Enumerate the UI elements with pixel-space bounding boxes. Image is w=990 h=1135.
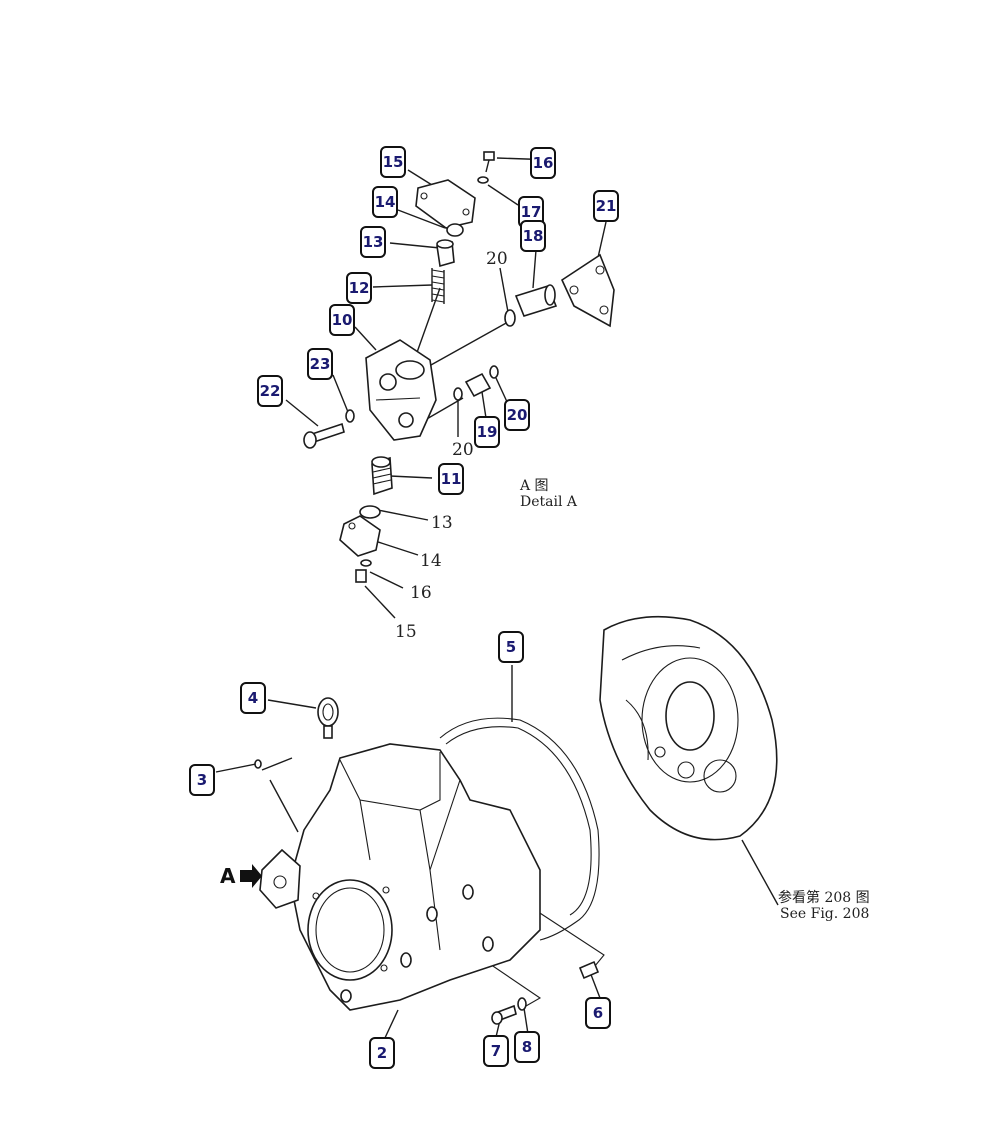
svg-text:21: 21 xyxy=(596,197,617,215)
callout-5: 5 xyxy=(498,631,524,663)
callout-20: 20 xyxy=(504,399,530,431)
svg-text:18: 18 xyxy=(523,227,544,245)
svg-text:19: 19 xyxy=(477,423,498,441)
svg-text:7: 7 xyxy=(491,1042,501,1060)
arrow-a-label: A xyxy=(220,864,236,888)
svg-text:4: 4 xyxy=(248,689,258,707)
svg-text:10: 10 xyxy=(332,311,353,329)
callout-12: 12 xyxy=(346,272,372,304)
svg-text:14: 14 xyxy=(375,193,396,211)
svg-text:13: 13 xyxy=(363,233,384,251)
callout-badges: 15 16 14 17 18 21 13 12 10 23 22 20 19 1… xyxy=(189,146,619,1069)
callout-18: 18 xyxy=(520,220,546,252)
plain-label-20-upper: 20 xyxy=(486,249,508,269)
callout-8: 8 xyxy=(514,1031,540,1063)
svg-text:15: 15 xyxy=(383,153,404,171)
svg-text:2: 2 xyxy=(377,1044,387,1062)
svg-text:16: 16 xyxy=(533,154,554,172)
svg-text:8: 8 xyxy=(522,1038,532,1056)
plain-part-numbers: 20 20 13 14 16 15 xyxy=(395,249,508,642)
see-fig-label-cn: 参看第 208 图 xyxy=(778,889,870,906)
svg-text:22: 22 xyxy=(260,382,281,400)
callout-15: 15 xyxy=(380,146,406,178)
callout-21: 21 xyxy=(593,190,619,222)
detail-a-drawing xyxy=(285,151,615,619)
see-fig-label-en: See Fig. 208 xyxy=(780,906,869,922)
svg-text:20: 20 xyxy=(507,406,528,424)
svg-text:17: 17 xyxy=(521,203,542,221)
callout-14: 14 xyxy=(372,186,398,218)
detail-a-label-en: Detail A xyxy=(520,494,578,510)
svg-text:5: 5 xyxy=(506,638,516,656)
callout-6: 6 xyxy=(585,997,611,1029)
plain-label-16: 16 xyxy=(410,583,432,603)
callout-23: 23 xyxy=(307,348,333,380)
callout-19: 19 xyxy=(474,416,500,448)
plain-label-15: 15 xyxy=(395,622,417,642)
callout-16: 16 xyxy=(530,147,556,179)
housing-drawing xyxy=(215,615,779,1041)
detail-a-label-cn: A 图 xyxy=(519,478,549,494)
svg-text:23: 23 xyxy=(310,355,331,373)
plain-label-14: 14 xyxy=(420,551,442,571)
svg-text:11: 11 xyxy=(441,470,462,488)
plain-label-13: 13 xyxy=(431,513,453,533)
svg-text:6: 6 xyxy=(593,1004,603,1022)
callout-13: 13 xyxy=(360,226,386,258)
callout-3: 3 xyxy=(189,764,215,796)
callout-11: 11 xyxy=(438,463,464,495)
svg-text:12: 12 xyxy=(349,279,370,297)
callout-17: 17 xyxy=(518,196,544,228)
plain-label-20-lower: 20 xyxy=(452,440,474,460)
svg-text:3: 3 xyxy=(197,771,207,789)
callout-22: 22 xyxy=(257,375,283,407)
callout-10: 10 xyxy=(329,304,355,336)
callout-4: 4 xyxy=(240,682,266,714)
callout-2: 2 xyxy=(369,1037,395,1069)
callout-7: 7 xyxy=(483,1035,509,1067)
